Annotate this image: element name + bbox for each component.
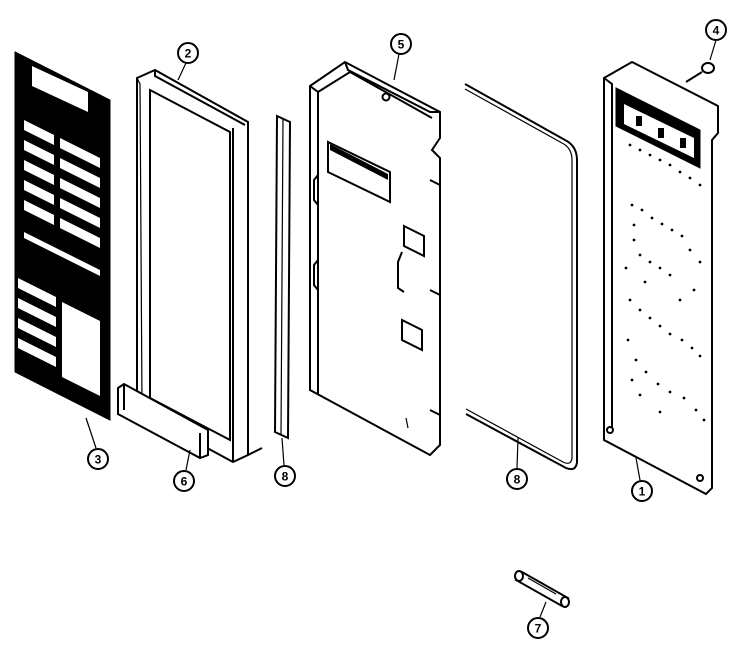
part-8-gasket-strip bbox=[273, 114, 292, 440]
svg-text:2: 2 bbox=[185, 47, 192, 61]
part-1-control-board bbox=[603, 60, 719, 496]
part-5-housing bbox=[309, 60, 441, 457]
svg-text:3: 3 bbox=[95, 453, 102, 467]
callout-7: 7 bbox=[527, 617, 549, 639]
part-9-frame-gasket bbox=[464, 83, 578, 471]
callout-2: 2 bbox=[177, 42, 199, 64]
leader-lines bbox=[85, 39, 717, 618]
svg-text:4: 4 bbox=[713, 24, 720, 38]
part-7-fuse bbox=[514, 570, 570, 608]
callout-4: 4 bbox=[705, 19, 727, 41]
callout-8-left: 8 bbox=[274, 465, 296, 487]
callout-5: 5 bbox=[390, 33, 412, 55]
svg-text:1: 1 bbox=[639, 485, 646, 499]
svg-text:7: 7 bbox=[535, 622, 542, 636]
svg-text:8: 8 bbox=[514, 473, 521, 487]
callout-6: 6 bbox=[173, 470, 195, 492]
part-4-screw bbox=[685, 62, 715, 83]
part-3-keypad-overlay bbox=[14, 51, 111, 421]
svg-text:6: 6 bbox=[181, 475, 188, 489]
svg-text:5: 5 bbox=[398, 38, 405, 52]
svg-text:8: 8 bbox=[282, 470, 289, 484]
callout-1: 1 bbox=[631, 480, 653, 502]
callout-8-right: 8 bbox=[506, 468, 528, 490]
part-6-trim-strip bbox=[117, 382, 209, 460]
callout-3: 3 bbox=[87, 448, 109, 470]
